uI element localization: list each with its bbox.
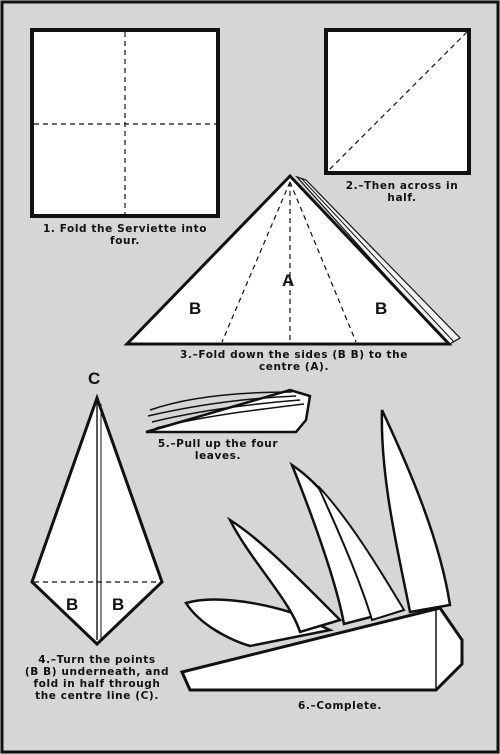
step5-leaf-1	[149, 391, 293, 411]
label-b-right: B	[375, 299, 388, 318]
step3-figure	[123, 173, 461, 346]
label-c: C	[88, 369, 101, 388]
step6-leaf-tall	[380, 409, 452, 614]
step3-triangle	[123, 173, 453, 346]
step6-figure	[179, 409, 464, 692]
step5-figure	[145, 388, 312, 434]
step6-base	[179, 606, 464, 692]
step2-diagonal-fold	[327, 31, 468, 172]
label-b-step4-right: B	[112, 595, 125, 614]
step5-leaf-3	[151, 399, 301, 423]
step5-leaf-4	[155, 403, 305, 429]
step1-caption: 1. Fold the Serviette into four.	[42, 223, 208, 247]
step1-figure	[30, 28, 220, 218]
step2-figure	[324, 28, 471, 175]
step3-left-fold	[221, 181, 291, 343]
step4-figure	[30, 393, 164, 647]
label-b-left: B	[189, 299, 202, 318]
label-a: A	[282, 271, 295, 290]
step5-end	[295, 419, 307, 433]
step6-leaf-back	[317, 485, 406, 622]
step2-caption: 2.–Then across in half.	[345, 180, 459, 204]
step3-right-fold	[289, 181, 357, 343]
step3-layer-edge	[300, 177, 455, 343]
step5-caption: 5.–Pull up the four leaves.	[157, 438, 279, 462]
step5-leaf-2	[147, 395, 297, 417]
step6-leaf-left	[226, 516, 343, 634]
step3-caption: 3.–Fold down the sides (B B) to the cent…	[180, 349, 408, 373]
step6-caption: 6.–Complete.	[298, 700, 382, 712]
step4-caption: 4.–Turn the points (B B) underneath, and…	[24, 654, 170, 702]
label-b-step4-left: B	[66, 595, 79, 614]
